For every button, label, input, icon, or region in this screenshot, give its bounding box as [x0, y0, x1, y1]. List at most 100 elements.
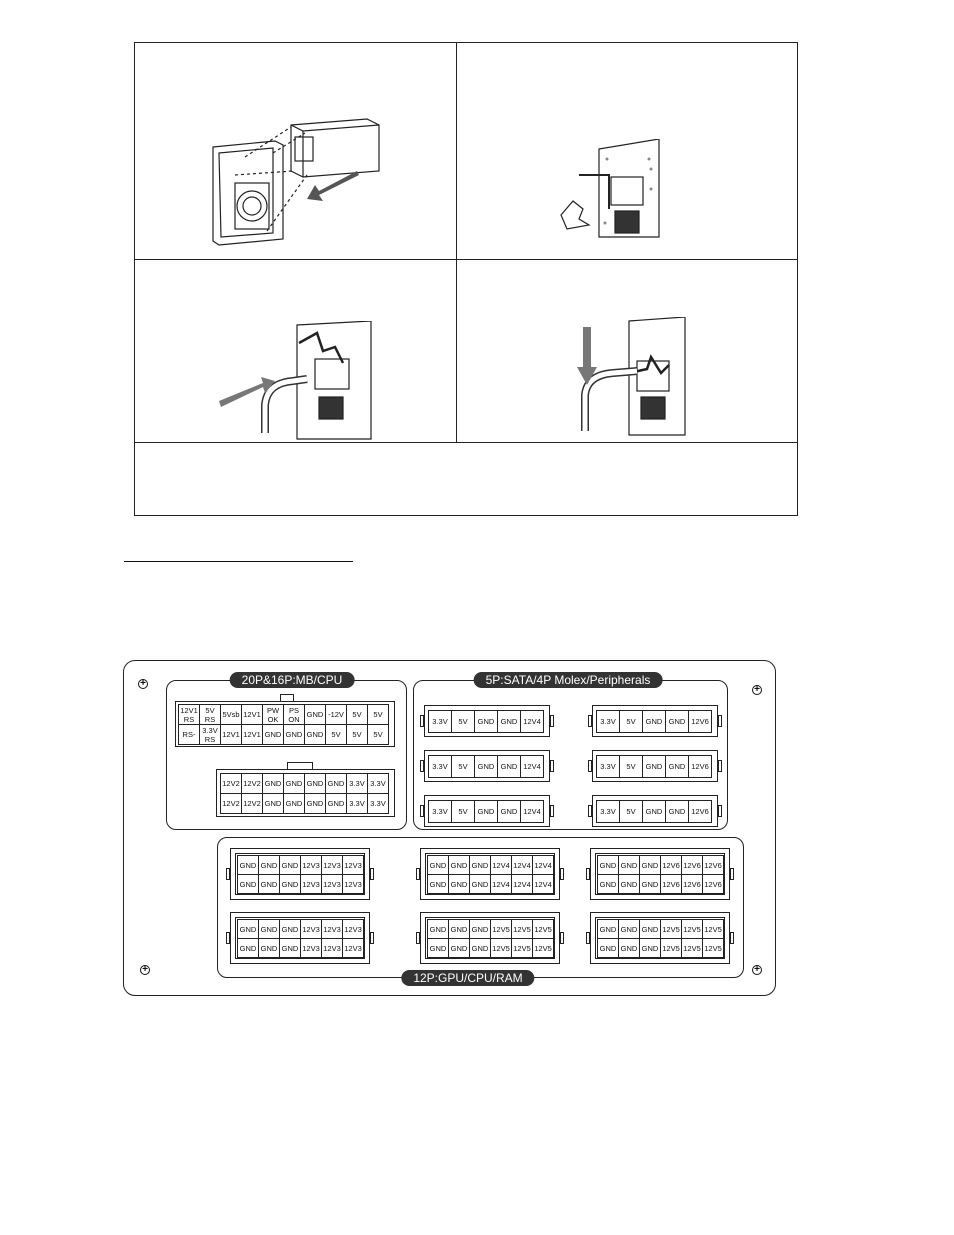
- pin-label: 12V3: [300, 855, 322, 875]
- pin-label: 12V3: [342, 855, 364, 875]
- pin-label: 12V3: [342, 919, 364, 939]
- pin-label: GND: [665, 800, 689, 823]
- group-label-sata: 5P:SATA/4P Molex/Peripherals: [473, 672, 663, 688]
- pin-label: GND: [427, 874, 449, 894]
- pin-label: RS-: [178, 724, 200, 745]
- pin-label: 12V6: [688, 755, 712, 778]
- pin-label: -12V: [325, 704, 347, 725]
- pin-label: GND: [597, 874, 619, 894]
- pin-label: 3.3V: [346, 773, 368, 794]
- pin-label: GND: [497, 800, 521, 823]
- pin-label: 12V4: [520, 755, 544, 778]
- pin-label: GND: [469, 874, 491, 894]
- pin-label: GND: [279, 938, 301, 958]
- pin-label: 3.3V: [428, 710, 452, 733]
- pin-label: GND: [618, 938, 640, 958]
- pin-label: GND: [279, 855, 301, 875]
- pin-label: GND: [325, 773, 347, 794]
- connector-tab: [730, 932, 734, 944]
- pin-label: 12V3: [321, 919, 343, 939]
- pin-label: GND: [618, 874, 640, 894]
- connector-tab: [588, 760, 592, 772]
- connector-latch: [280, 694, 294, 702]
- pin-label: GND: [469, 938, 491, 958]
- pin-label: 12V6: [660, 855, 682, 875]
- pin-label: GND: [283, 773, 305, 794]
- pin-label: GND: [665, 710, 689, 733]
- pin-label: 12V2: [220, 793, 242, 814]
- pin-label: 12V2: [241, 773, 263, 794]
- grid-divider-vertical: [456, 43, 457, 442]
- pin-label: 12V2: [241, 793, 263, 814]
- pin-label: GND: [283, 724, 305, 745]
- connector-tab: [420, 760, 424, 772]
- pin-label: GND: [639, 874, 661, 894]
- pin-label: GND: [497, 710, 521, 733]
- connector-tab: [718, 715, 722, 727]
- connector-tab: [730, 868, 734, 880]
- pin-label: 3.3V: [367, 773, 389, 794]
- section-heading-underline: [124, 561, 353, 562]
- pin-label: 12V6: [688, 800, 712, 823]
- pin-label: GND: [474, 710, 498, 733]
- connector-housing: [235, 917, 365, 959]
- illustration-install-psu: [212, 118, 380, 246]
- pin-label: GND: [427, 938, 449, 958]
- connector-tab: [550, 760, 554, 772]
- pin-label: PW OK: [262, 704, 284, 725]
- pin-label: 3.3V: [596, 755, 620, 778]
- connector-housing: [425, 917, 555, 959]
- screw-icon: +: [752, 965, 762, 975]
- illustration-switch-off: [560, 139, 660, 238]
- pin-label: GND: [597, 919, 619, 939]
- pin-label: 5V: [325, 724, 347, 745]
- connector-tab: [420, 805, 424, 817]
- pin-label: 12V4: [532, 855, 554, 875]
- pin-label: GND: [448, 855, 470, 875]
- pin-label: GND: [262, 773, 284, 794]
- pin-label: 12V1: [220, 724, 242, 745]
- connector-tab: [560, 932, 564, 944]
- pin-label: GND: [642, 710, 666, 733]
- connector-tab: [560, 868, 564, 880]
- pin-label: GND: [427, 919, 449, 939]
- pin-label: 12V3: [321, 874, 343, 894]
- instruction-grid: [134, 42, 798, 516]
- pin-label: 12V5: [532, 938, 554, 958]
- pin-label: GND: [469, 919, 491, 939]
- pin-label: GND: [639, 919, 661, 939]
- pin-label: 12V5: [681, 919, 703, 939]
- pin-label: 12V4: [520, 800, 544, 823]
- pin-label: 12V5: [660, 938, 682, 958]
- pin-label: 12V5: [702, 938, 724, 958]
- pin-label: GND: [474, 800, 498, 823]
- group-label-gpu: 12P:GPU/CPU/RAM: [401, 970, 535, 986]
- connector-tab: [550, 715, 554, 727]
- pin-label: GND: [237, 855, 259, 875]
- pin-label: 12V5: [702, 919, 724, 939]
- pin-label: GND: [262, 793, 284, 814]
- pin-label: 5V RS: [199, 704, 221, 725]
- pin-label: 12V3: [300, 919, 322, 939]
- pin-label: 12V6: [681, 874, 703, 894]
- pin-label: GND: [304, 773, 326, 794]
- pin-label: GND: [618, 855, 640, 875]
- pin-label: 12V5: [511, 938, 533, 958]
- screw-icon: +: [138, 679, 148, 689]
- connector-tab: [550, 805, 554, 817]
- connector-tab: [718, 760, 722, 772]
- pin-label: 12V5: [660, 919, 682, 939]
- pin-label: 12V3: [300, 874, 322, 894]
- connector-housing: [595, 917, 725, 959]
- pin-label: 5V: [619, 710, 643, 733]
- pin-label: 12V6: [660, 874, 682, 894]
